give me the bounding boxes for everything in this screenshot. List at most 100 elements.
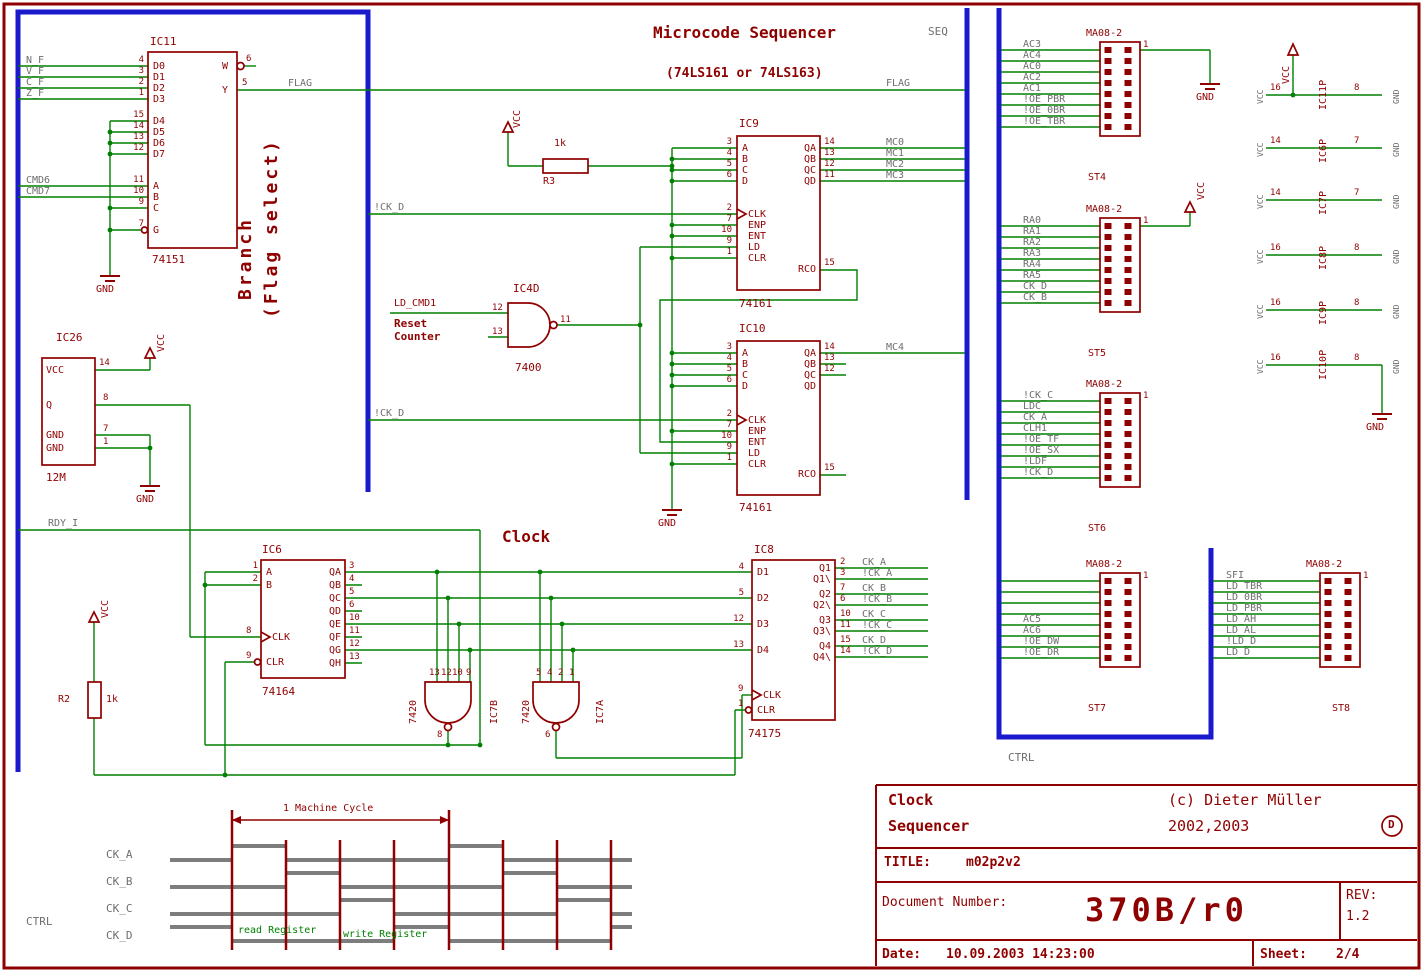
r2-ref: R2: [58, 694, 71, 705]
ic10-body: [736, 340, 821, 496]
ic9-ref: IC9: [739, 117, 759, 130]
ic8-pin-names-q3: Q3 Q3\: [812, 615, 831, 637]
ic9-body: [736, 135, 821, 291]
ic7b-pin-num-9: 9: [466, 668, 472, 678]
ic9-pin-num-rco: 15: [824, 258, 835, 268]
power-row3-name: IC8P: [1318, 245, 1329, 270]
st5-signal-labels: RA0 RA1 RA2 RA3 RA4 RA5 CK_D CK_B: [1023, 215, 1048, 303]
power-row4-gnd: GND: [1392, 304, 1401, 319]
ic9-pin-name-rco: RCO: [798, 264, 817, 275]
ic11-part: 74151: [152, 253, 186, 266]
ic6-pin-names-q: QA QB QC QD QE QF QG QH: [328, 567, 341, 669]
ic7b-pin-num-out: 8: [437, 730, 443, 740]
r3-value: 1k: [554, 138, 567, 149]
titleblock-lines: [875, 784, 1417, 966]
st6-signal-labels: !CK_C LDC CK_A CLH1 !OE_TF !OE_SX !LDF !…: [1023, 390, 1060, 478]
ic9-pin-names-q: QA QB QC QD: [803, 143, 816, 187]
power-row4-gnd-num: 8: [1354, 298, 1360, 308]
power-row0-vcc-num: 16: [1270, 83, 1281, 93]
power-row5-vcc: VCC: [1256, 359, 1265, 374]
net-labels-ckd: CK_D !CK_D: [862, 635, 893, 657]
ic4d-pin-num-in2: 13: [492, 327, 503, 337]
ic7b-pin-num-10: 10: [452, 668, 463, 678]
titleblock-title-value: m02p2v2: [966, 855, 1021, 870]
ic11-ref: IC11: [150, 35, 177, 48]
clock-pin-triangles: [260, 208, 763, 701]
ic8-pin-names-d: D1 D2 D3 D4: [757, 567, 770, 656]
ic7a-nand-gate: [532, 681, 580, 724]
net-label-rdy-i: RDY_I: [48, 518, 79, 529]
titleblock-date-label: Date:: [882, 947, 922, 962]
titleblock-rev-value: 1.2: [1346, 909, 1370, 924]
power-row4-name: IC9P: [1318, 300, 1329, 325]
power-row3-gnd: GND: [1392, 249, 1401, 264]
net-labels-ckc: CK_C !CK_C: [862, 609, 893, 631]
st6-body: [1099, 392, 1141, 488]
st4-body: [1099, 41, 1141, 137]
net-label-flag-left: FLAG: [288, 78, 313, 89]
timing-read-register-label: read Register: [238, 925, 317, 936]
ic8-pin-names-q4: Q4 Q4\: [812, 641, 831, 663]
section-title-flag-select: (Flag select): [261, 138, 282, 318]
ic8-ref: IC8: [754, 543, 774, 556]
net-labels-mc0-mc3: MC0 MC1 MC2 MC3: [886, 137, 905, 181]
power-row1-name: IC6P: [1318, 138, 1329, 163]
connector-bodies: [1099, 41, 1361, 668]
ic7b-part: 7420: [408, 699, 419, 724]
power-row0-gnd: GND: [1392, 89, 1401, 104]
st4-part: MA08-2: [1086, 28, 1123, 39]
st7-ref: ST7: [1088, 703, 1107, 714]
st5-pin1: 1: [1143, 216, 1149, 226]
net-label-cmd7: CMD7: [26, 186, 51, 197]
power-row0-name: IC11P: [1318, 79, 1329, 110]
ic7a-pin-num-1: 1: [569, 668, 575, 678]
st7-pin1: 1: [1143, 571, 1149, 581]
power-row5-name: IC10P: [1318, 349, 1329, 380]
ic7b-ref: IC7B: [489, 699, 500, 724]
ic11-pin-names-abc: A B C: [153, 181, 160, 214]
bus-lines: [15, 8, 1214, 772]
ic9-pin-nums-ctl: 2 7 10 9 1: [721, 203, 732, 257]
ic26-pin-name-vcc: VCC: [46, 365, 65, 376]
section-subtitle-74ls161: (74LS161 or 74LS163): [666, 66, 823, 81]
power-row1-vcc: VCC: [1256, 142, 1265, 157]
logo-circle: [1381, 815, 1403, 837]
ic26-pin-num-vcc: 14: [99, 358, 110, 368]
power-row2-vcc-num: 14: [1270, 188, 1281, 198]
power-row5-gnd-num: 8: [1354, 353, 1360, 363]
ic9-pin-names-abcd: A B C D: [742, 143, 749, 187]
bus-label-ctrl-right: CTRL: [1008, 751, 1035, 764]
ic9-pin-names-ctl: CLK ENP ENT LD CLR: [748, 209, 767, 264]
timing-label-cka: CK_A: [106, 848, 133, 861]
st7-part: MA08-2: [1086, 559, 1123, 570]
titleblock-sheet-value: 2/4: [1336, 947, 1360, 962]
ic11-pin-names-d0-d3: D0 D1 D2 D3: [153, 61, 166, 105]
ic7a-pin-num-5: 5: [536, 668, 542, 678]
ic11-pin-nums-d0-d3: 4 3 2 1: [138, 55, 144, 98]
ic11-gnd-label: GND: [96, 284, 115, 295]
ic10-pin-nums-abcd: 3 4 5 6: [726, 342, 732, 385]
st8-signal-labels: SFI LD_TBR LD_0BR LD_PBR LD_AH LD_AL !LD…: [1226, 570, 1263, 658]
net-label-ckd-ic9: !CK_D: [374, 202, 405, 213]
st6-pin1: 1: [1143, 391, 1149, 401]
ic6-pin-names-ab: A B: [266, 567, 273, 591]
ic8-pin-nums-q1: 2 3: [840, 557, 846, 578]
ic6-pin-num-clr: 9: [246, 651, 252, 661]
power-gnd-bottom-label: GND: [1366, 422, 1385, 433]
section-title-branch: Branch: [235, 216, 256, 300]
net-label-mc4: MC4: [886, 342, 905, 353]
st8-ref: ST8: [1332, 703, 1351, 714]
ic6-pin-name-clk: CLK: [272, 632, 291, 643]
ic7a-pin-num-out: 6: [545, 730, 551, 740]
ic11-pin-nums-d4-d7: 15 14 13 12: [133, 110, 144, 153]
ic10-ref: IC10: [739, 322, 766, 335]
bus-label-seq: SEQ: [928, 25, 948, 38]
timing-waveforms: [170, 810, 632, 950]
ic8-part: 74175: [748, 727, 782, 740]
power-row2-vcc: VCC: [1256, 194, 1265, 209]
annotation-counter: Counter: [394, 330, 441, 343]
net-label-flag-right: FLAG: [886, 78, 911, 89]
wires: [18, 49, 1383, 776]
